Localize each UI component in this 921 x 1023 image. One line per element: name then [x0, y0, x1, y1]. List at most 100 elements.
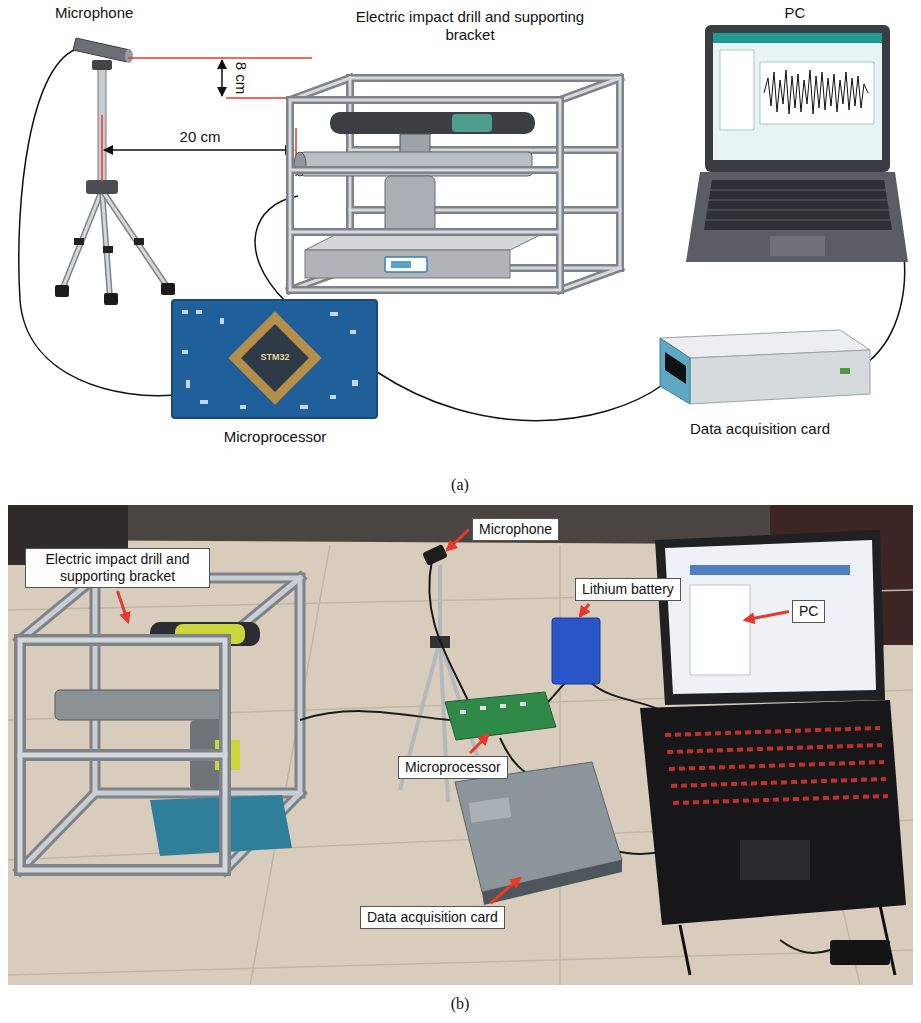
electric-impact-drill	[294, 112, 540, 278]
tripod	[102, 190, 110, 298]
callout-arrows	[580, 604, 589, 616]
tripod	[92, 60, 112, 70]
photo	[665, 540, 876, 694]
photo	[830, 940, 890, 965]
panel-label: (a)	[451, 476, 469, 494]
microprocessor-board	[330, 395, 336, 399]
laptop	[705, 190, 891, 220]
supporting-bracket	[290, 78, 620, 290]
photo	[20, 793, 95, 870]
dimension-lines	[102, 58, 312, 182]
microprocessor-board	[172, 300, 377, 418]
supporting-bracket-front	[290, 100, 560, 290]
tripod	[62, 190, 102, 290]
dimension-label: 20 cm	[180, 128, 221, 146]
tripod	[102, 190, 168, 288]
laptop	[708, 200, 888, 201]
callout-box: Microprocessor	[398, 756, 508, 779]
dimension-lines	[101, 115, 103, 182]
photo	[680, 905, 895, 975]
dimension-lines	[104, 149, 294, 151]
microprocessor-board	[228, 311, 321, 404]
photo	[20, 578, 300, 870]
laptop	[713, 33, 882, 160]
photo	[545, 682, 570, 705]
tripod	[74, 238, 84, 245]
photo	[780, 940, 830, 953]
photo	[20, 640, 225, 870]
tripod	[55, 285, 69, 297]
photo	[20, 753, 225, 758]
part-label: Electric impact drill and supporting bra…	[330, 8, 610, 44]
photo	[445, 692, 556, 740]
photo	[300, 711, 455, 720]
part-label: PC	[785, 4, 806, 22]
photo	[559, 545, 561, 985]
laptop	[720, 50, 754, 130]
data-acquisition-card	[660, 338, 690, 404]
photo	[669, 762, 884, 769]
callout-arrows	[470, 735, 488, 753]
photo	[665, 728, 888, 803]
microprocessor-board	[330, 312, 338, 316]
callout-arrows	[118, 530, 790, 904]
photo	[671, 779, 886, 786]
supporting-bracket-front	[290, 100, 560, 290]
photo	[680, 925, 690, 975]
laptop	[764, 70, 868, 114]
photo	[20, 640, 225, 870]
callout-text: PC	[799, 603, 818, 620]
dimension-lines	[128, 57, 312, 59]
supporting-bracket-front	[290, 169, 560, 172]
microprocessor-board	[172, 300, 377, 418]
supporting-bracket	[290, 78, 620, 290]
photo	[20, 640, 225, 870]
photo	[460, 710, 466, 714]
part-label: Data acquisition card	[690, 420, 830, 438]
tripod	[103, 246, 113, 253]
callout-arrows	[118, 591, 129, 622]
part-label: Microphone	[55, 4, 133, 22]
wires-a	[19, 48, 174, 396]
callout-box: Microphone	[472, 518, 559, 541]
tripod	[161, 283, 175, 295]
photo	[8, 950, 913, 975]
microprocessor-board	[196, 310, 202, 314]
laptop	[770, 236, 825, 256]
laptop	[713, 33, 882, 43]
microprocessor-board	[200, 400, 208, 404]
photo	[422, 544, 448, 566]
photo	[8, 505, 913, 985]
callout-text: Lithium battery	[582, 581, 674, 598]
supporting-bracket-front	[290, 100, 560, 290]
microprocessor-board	[220, 318, 224, 324]
electric-impact-drill	[385, 176, 435, 234]
photo	[55, 690, 225, 720]
microprocessor-board	[240, 405, 246, 409]
supporting-bracket-front	[290, 166, 560, 174]
supporting-bracket-front	[290, 228, 560, 236]
panel-label: (b)	[451, 995, 470, 1013]
supporting-bracket	[290, 78, 620, 290]
callout-text: Data acquisition card	[367, 909, 498, 926]
callout-box: Electric impact drill and supporting bra…	[25, 548, 210, 588]
microprocessor-board	[182, 350, 188, 354]
callout-text: Electric impact drill and supporting bra…	[32, 551, 203, 585]
laptop	[705, 25, 890, 172]
callout-box: PC	[792, 600, 825, 623]
dimension-lines	[221, 60, 223, 96]
microprocessor-board	[241, 324, 309, 392]
tripod	[73, 38, 130, 62]
laptop	[686, 172, 908, 262]
photo	[20, 640, 225, 870]
photo	[8, 505, 913, 985]
photo	[673, 796, 888, 803]
data-acquisition-card	[660, 330, 870, 404]
tripod	[102, 190, 168, 288]
callout-arrows	[447, 530, 469, 551]
photo	[429, 560, 470, 705]
data-acquisition-card	[665, 352, 686, 384]
photo	[480, 706, 486, 710]
